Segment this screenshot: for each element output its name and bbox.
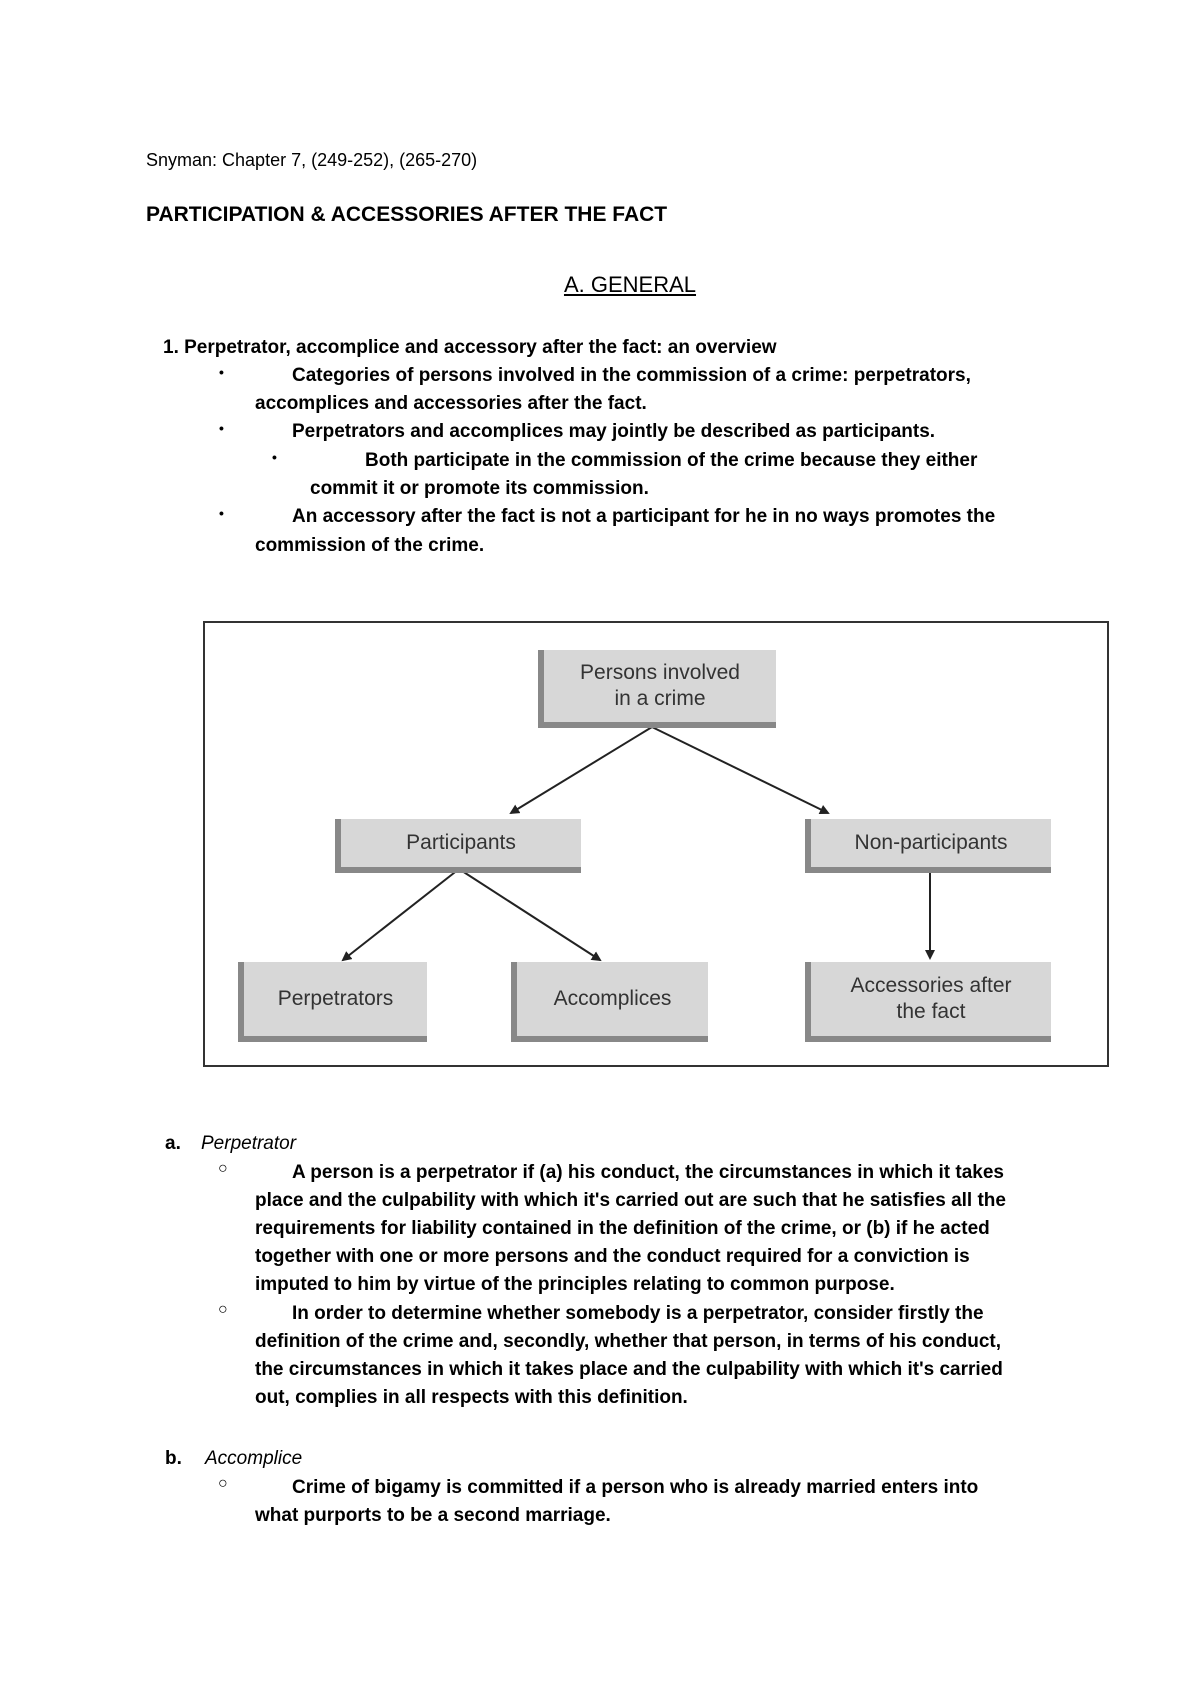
accomplice-label: b. [165,1448,182,1469]
perpetrator-label: a. [165,1133,181,1154]
node-persons-involved-line1: Persons involved [580,661,740,684]
arrow-participants-to-accomplices [458,868,602,962]
node-participants-label: Participants [406,831,516,854]
node-accomplices: Accomplices [511,962,708,1042]
perpetrator-p2-line4: out, complies in all respects with this … [255,1387,688,1408]
accomplice-p1-line2: what purports to be a second marriage. [255,1505,611,1526]
node-accomplices-label: Accomplices [553,987,672,1010]
overview-bullet-2: Perpetrators and accomplices may jointly… [292,421,936,442]
node-accessories-line2: the fact [896,1000,966,1023]
perpetrator-p1-line2: place and the culpability with which it'… [255,1190,1006,1211]
overview-sub-bullet-cont: commit it or promote its commission. [310,478,649,499]
persons-involved-diagram: Persons involved in a crime Participants… [203,621,1109,1067]
perpetrator-p2-line3: the circumstances in which it takes plac… [255,1359,1003,1380]
bullet-icon: • [219,364,224,380]
accomplice-p1-line1: Crime of bigamy is committed if a person… [292,1477,979,1498]
node-perpetrators: Perpetrators [238,962,427,1042]
accomplice-heading: Accomplice [205,1448,303,1469]
perpetrator-p1-line4: together with one or more persons and th… [255,1246,970,1267]
bullet-icon: • [219,505,224,521]
node-persons-involved: Persons involved in a crime [538,650,776,728]
node-persons-involved-line2: in a crime [614,687,706,710]
perpetrator-heading: Perpetrator [201,1133,297,1154]
node-participants: Participants [335,819,581,873]
overview-bullet-1: Categories of persons involved in the co… [292,365,971,386]
node-perpetrators-label: Perpetrators [277,987,394,1010]
node-accessories-after-the-fact: Accessories after the fact [805,962,1051,1042]
perpetrator-p2-line2: definition of the crime and, secondly, w… [255,1331,1002,1352]
source-reference: Snyman: Chapter 7, (249-252), (265-270) [146,150,478,170]
perpetrator-p1-line5: imputed to him by virtue of the principl… [255,1274,895,1295]
perpetrator-p2-line1: In order to determine whether somebody i… [292,1303,984,1324]
arrow-root-to-non-participants [651,726,830,814]
overview-sub-bullet: Both participate in the commission of th… [365,450,978,471]
node-non-participants-label: Non-participants [854,831,1008,854]
node-accessories-line1: Accessories after [850,974,1012,997]
arrow-root-to-participants [509,726,653,815]
section-heading: A. GENERAL [563,272,697,297]
node-non-participants: Non-participants [805,819,1051,873]
circle-bullet-icon: ○ [218,1160,228,1177]
overview-bullet-3-cont: commission of the crime. [255,535,485,556]
overview-heading: 1. Perpetrator, accomplice and accessory… [163,337,777,358]
arrow-participants-to-perpetrators [341,868,460,962]
bullet-icon: • [272,449,277,465]
diagram-arrows [341,726,935,962]
circle-bullet-icon: ○ [218,1301,228,1318]
circle-bullet-icon: ○ [218,1475,228,1492]
overview-bullet-3: An accessory after the fact is not a par… [292,506,996,527]
overview-bullet-1-cont: accomplices and accessories after the fa… [255,393,647,414]
document-title: PARTICIPATION & ACCESSORIES AFTER THE FA… [146,203,668,226]
perpetrator-p1-line1: A person is a perpetrator if (a) his con… [292,1162,1004,1183]
perpetrator-p1-line3: requirements for liability contained in … [255,1218,990,1239]
bullet-icon: • [219,420,224,436]
